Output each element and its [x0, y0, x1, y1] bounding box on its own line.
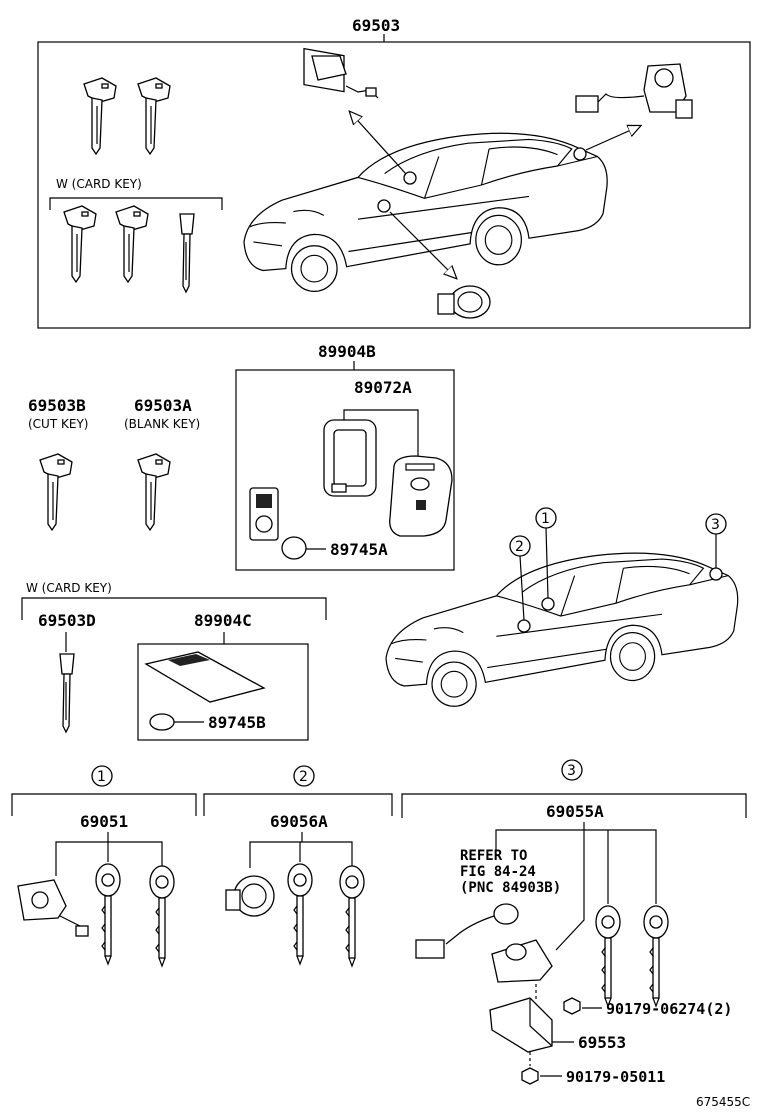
transmitter-frame	[235, 369, 455, 571]
section3-callout-label: 3	[567, 763, 576, 779]
transmitter-case	[323, 419, 377, 497]
top-fob-key-1	[83, 77, 117, 155]
section3-nut-part-number: 90179-05011	[566, 1068, 665, 1086]
transmitter-board	[249, 487, 279, 541]
card-key-group-part-number: 89904C	[194, 611, 252, 630]
section3-key-1	[595, 905, 621, 1007]
section3-screw-part-number: 90179-06274(2)	[606, 1000, 732, 1018]
transmitter-part-number: 89904B	[318, 342, 376, 361]
top-card-key-2	[115, 205, 149, 283]
top-car-illustration	[243, 132, 608, 293]
blank-key	[137, 453, 171, 531]
top-glove-box-lock	[437, 285, 491, 319]
section1-key-2	[149, 865, 175, 967]
section1-ignition-cylinder	[17, 879, 89, 937]
middle-car-illustration	[385, 552, 739, 707]
top-card-key-1	[63, 205, 97, 283]
section2-callout-label: 2	[299, 769, 308, 785]
card-key-battery-part-number: 89745B	[208, 713, 266, 732]
transmitter-fob	[389, 455, 453, 537]
catalog-code: 675455C	[696, 1095, 750, 1109]
card-key-battery	[149, 713, 175, 731]
key-cut-part-number: 69503B	[28, 396, 86, 415]
card-key-emergency-part-number: 69503D	[38, 611, 96, 630]
section3-refer-line-3: (PNC 84903B)	[460, 880, 561, 896]
section1-callout-label: 1	[97, 769, 106, 785]
transmitter-case-part-number: 89072A	[354, 378, 412, 397]
transmitter-battery	[281, 536, 307, 560]
section2-key-1	[287, 863, 313, 965]
top-fob-key-2	[137, 77, 171, 155]
section3-part-number: 69055A	[546, 802, 604, 821]
section3-refer-line-1: REFER TO	[460, 848, 527, 864]
section3-refer-line-2: FIG 84-24	[460, 864, 536, 880]
section3-trunk-cylinder	[491, 939, 553, 983]
card-key-frame	[137, 643, 309, 741]
top-card-blade	[179, 213, 195, 293]
section3-cover-part-number: 69553	[578, 1033, 626, 1052]
section3-switch-sensor	[415, 903, 519, 959]
section3-key-2	[643, 905, 669, 1007]
section2-part-number: 69056A	[270, 812, 328, 831]
callout-2-label: 2	[515, 539, 524, 555]
transmitter-battery-part-number: 89745A	[330, 540, 388, 559]
top-assembly-frame	[37, 41, 751, 329]
section2-key-2	[339, 865, 365, 967]
cut-key	[39, 453, 73, 531]
callout-3-label: 3	[711, 517, 720, 533]
section3-cover	[489, 997, 553, 1053]
section1-key-1	[95, 863, 121, 965]
section3-screw	[563, 997, 581, 1015]
callout-1-label: 1	[541, 511, 550, 527]
top-trunk-lock-cylinder	[575, 63, 693, 119]
top-door-lock-cylinder	[303, 47, 379, 99]
section1-part-number: 69051	[80, 812, 128, 831]
section2-glove-box-cylinder	[225, 875, 275, 917]
key-cut-note: (CUT KEY)	[28, 417, 88, 431]
card-key-label: W (CARD KEY)	[26, 581, 112, 595]
section3-nut	[521, 1067, 539, 1085]
section2-callout	[293, 765, 315, 787]
card-key-label-top: W (CARD KEY)	[56, 177, 142, 191]
section1-callout	[91, 765, 113, 787]
key-blank-part-number: 69503A	[134, 396, 192, 415]
card-key-emergency-blade	[59, 653, 75, 733]
section3-callout	[561, 759, 583, 781]
top-assembly-part-number: 69503	[352, 16, 400, 35]
card-key-card	[144, 651, 266, 703]
key-blank-note: (BLANK KEY)	[124, 417, 200, 431]
